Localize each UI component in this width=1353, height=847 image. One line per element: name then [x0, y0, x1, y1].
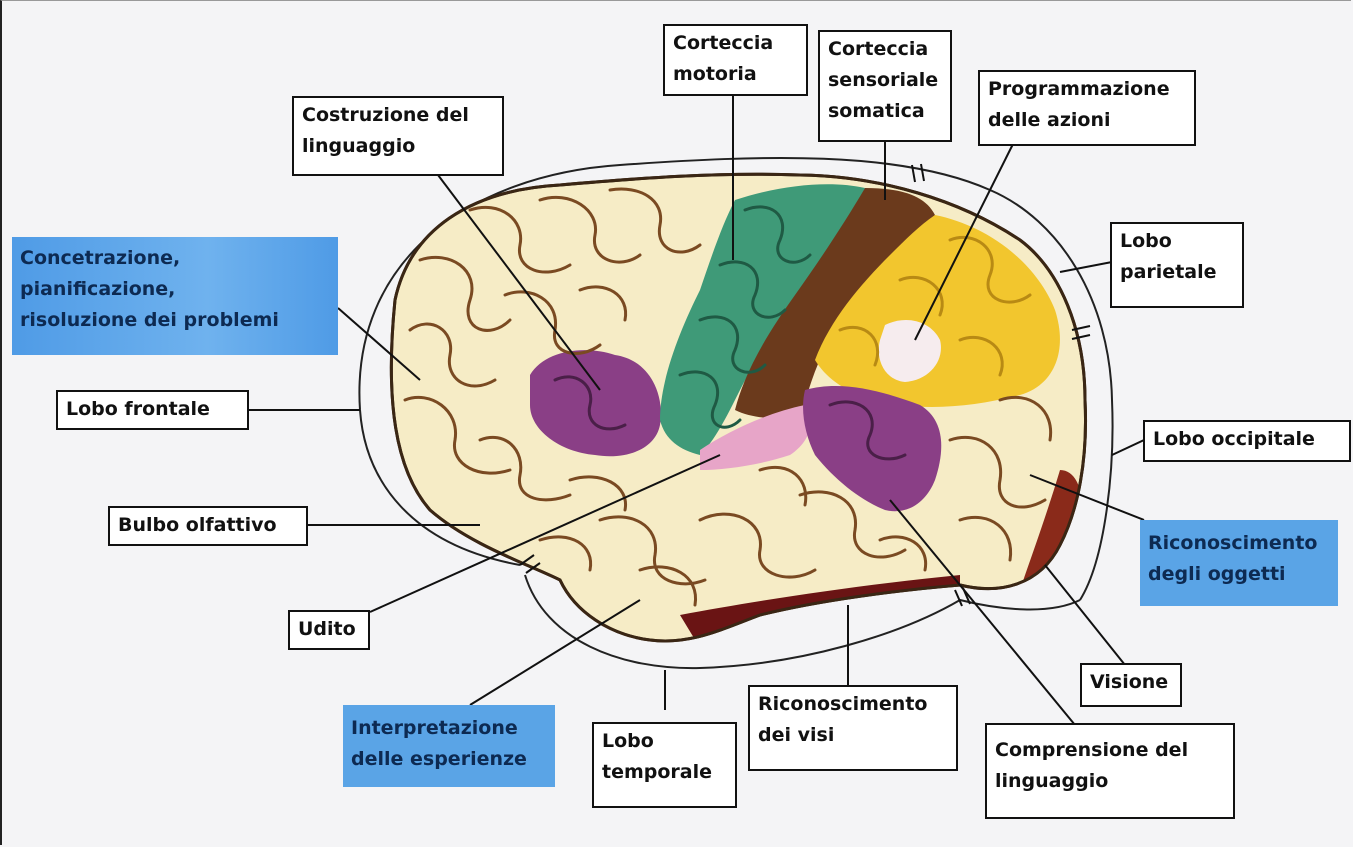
label-lobo-occipitale: Lobo occipitale: [1143, 420, 1351, 462]
leader-lobo-parietale: [1060, 262, 1112, 272]
label-costruzione-linguaggio: Costruzione del linguaggio: [292, 96, 504, 176]
leader-lobo-occipitale: [1112, 440, 1144, 455]
leader-interpretazione: [470, 600, 640, 705]
label-corteccia-motoria: Corteccia motoria: [663, 24, 808, 96]
label-lobo-temporale: Lobo temporale: [592, 722, 737, 808]
label-lobo-frontale: Lobo frontale: [56, 390, 249, 430]
label-visione: Visione: [1080, 663, 1182, 707]
label-programmazione-azioni: Programmazione delle azioni: [978, 70, 1196, 146]
label-interpretazione: Interpretazione delle esperienze: [343, 705, 555, 787]
label-riconoscimento-oggetti: Riconoscimento degli oggetti: [1140, 520, 1338, 606]
label-riconoscimento-visi: Riconoscimento dei visi: [748, 685, 958, 771]
label-concentrazione: Concetrazione, pianificazione, risoluzio…: [12, 237, 338, 355]
label-lobo-parietale: Lobo parietale: [1110, 222, 1244, 308]
label-corteccia-sensoriale: Corteccia sensoriale somatica: [818, 30, 952, 142]
label-bulbo-olfattivo: Bulbo olfattivo: [108, 506, 308, 546]
label-udito: Udito: [288, 610, 370, 650]
label-comprensione-linguaggio: Comprensione del linguaggio: [985, 723, 1235, 819]
